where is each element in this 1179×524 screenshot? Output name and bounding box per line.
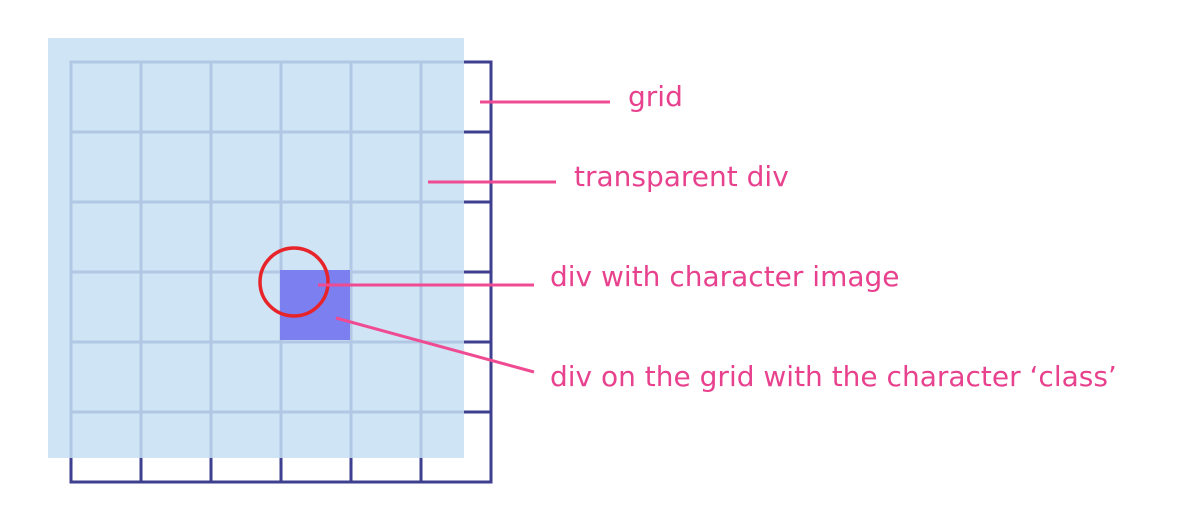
character-image-circle bbox=[258, 246, 330, 318]
transparent-div bbox=[48, 38, 464, 458]
transparent-div-label: transparent div bbox=[574, 160, 789, 193]
character-class-div-label: div on the grid with the character ‘clas… bbox=[550, 360, 1117, 393]
character-image-div-label: div with character image bbox=[550, 260, 900, 293]
grid-label: grid bbox=[628, 80, 683, 113]
character-class-cell bbox=[280, 270, 350, 340]
character-class-leader-line bbox=[335, 316, 535, 374]
